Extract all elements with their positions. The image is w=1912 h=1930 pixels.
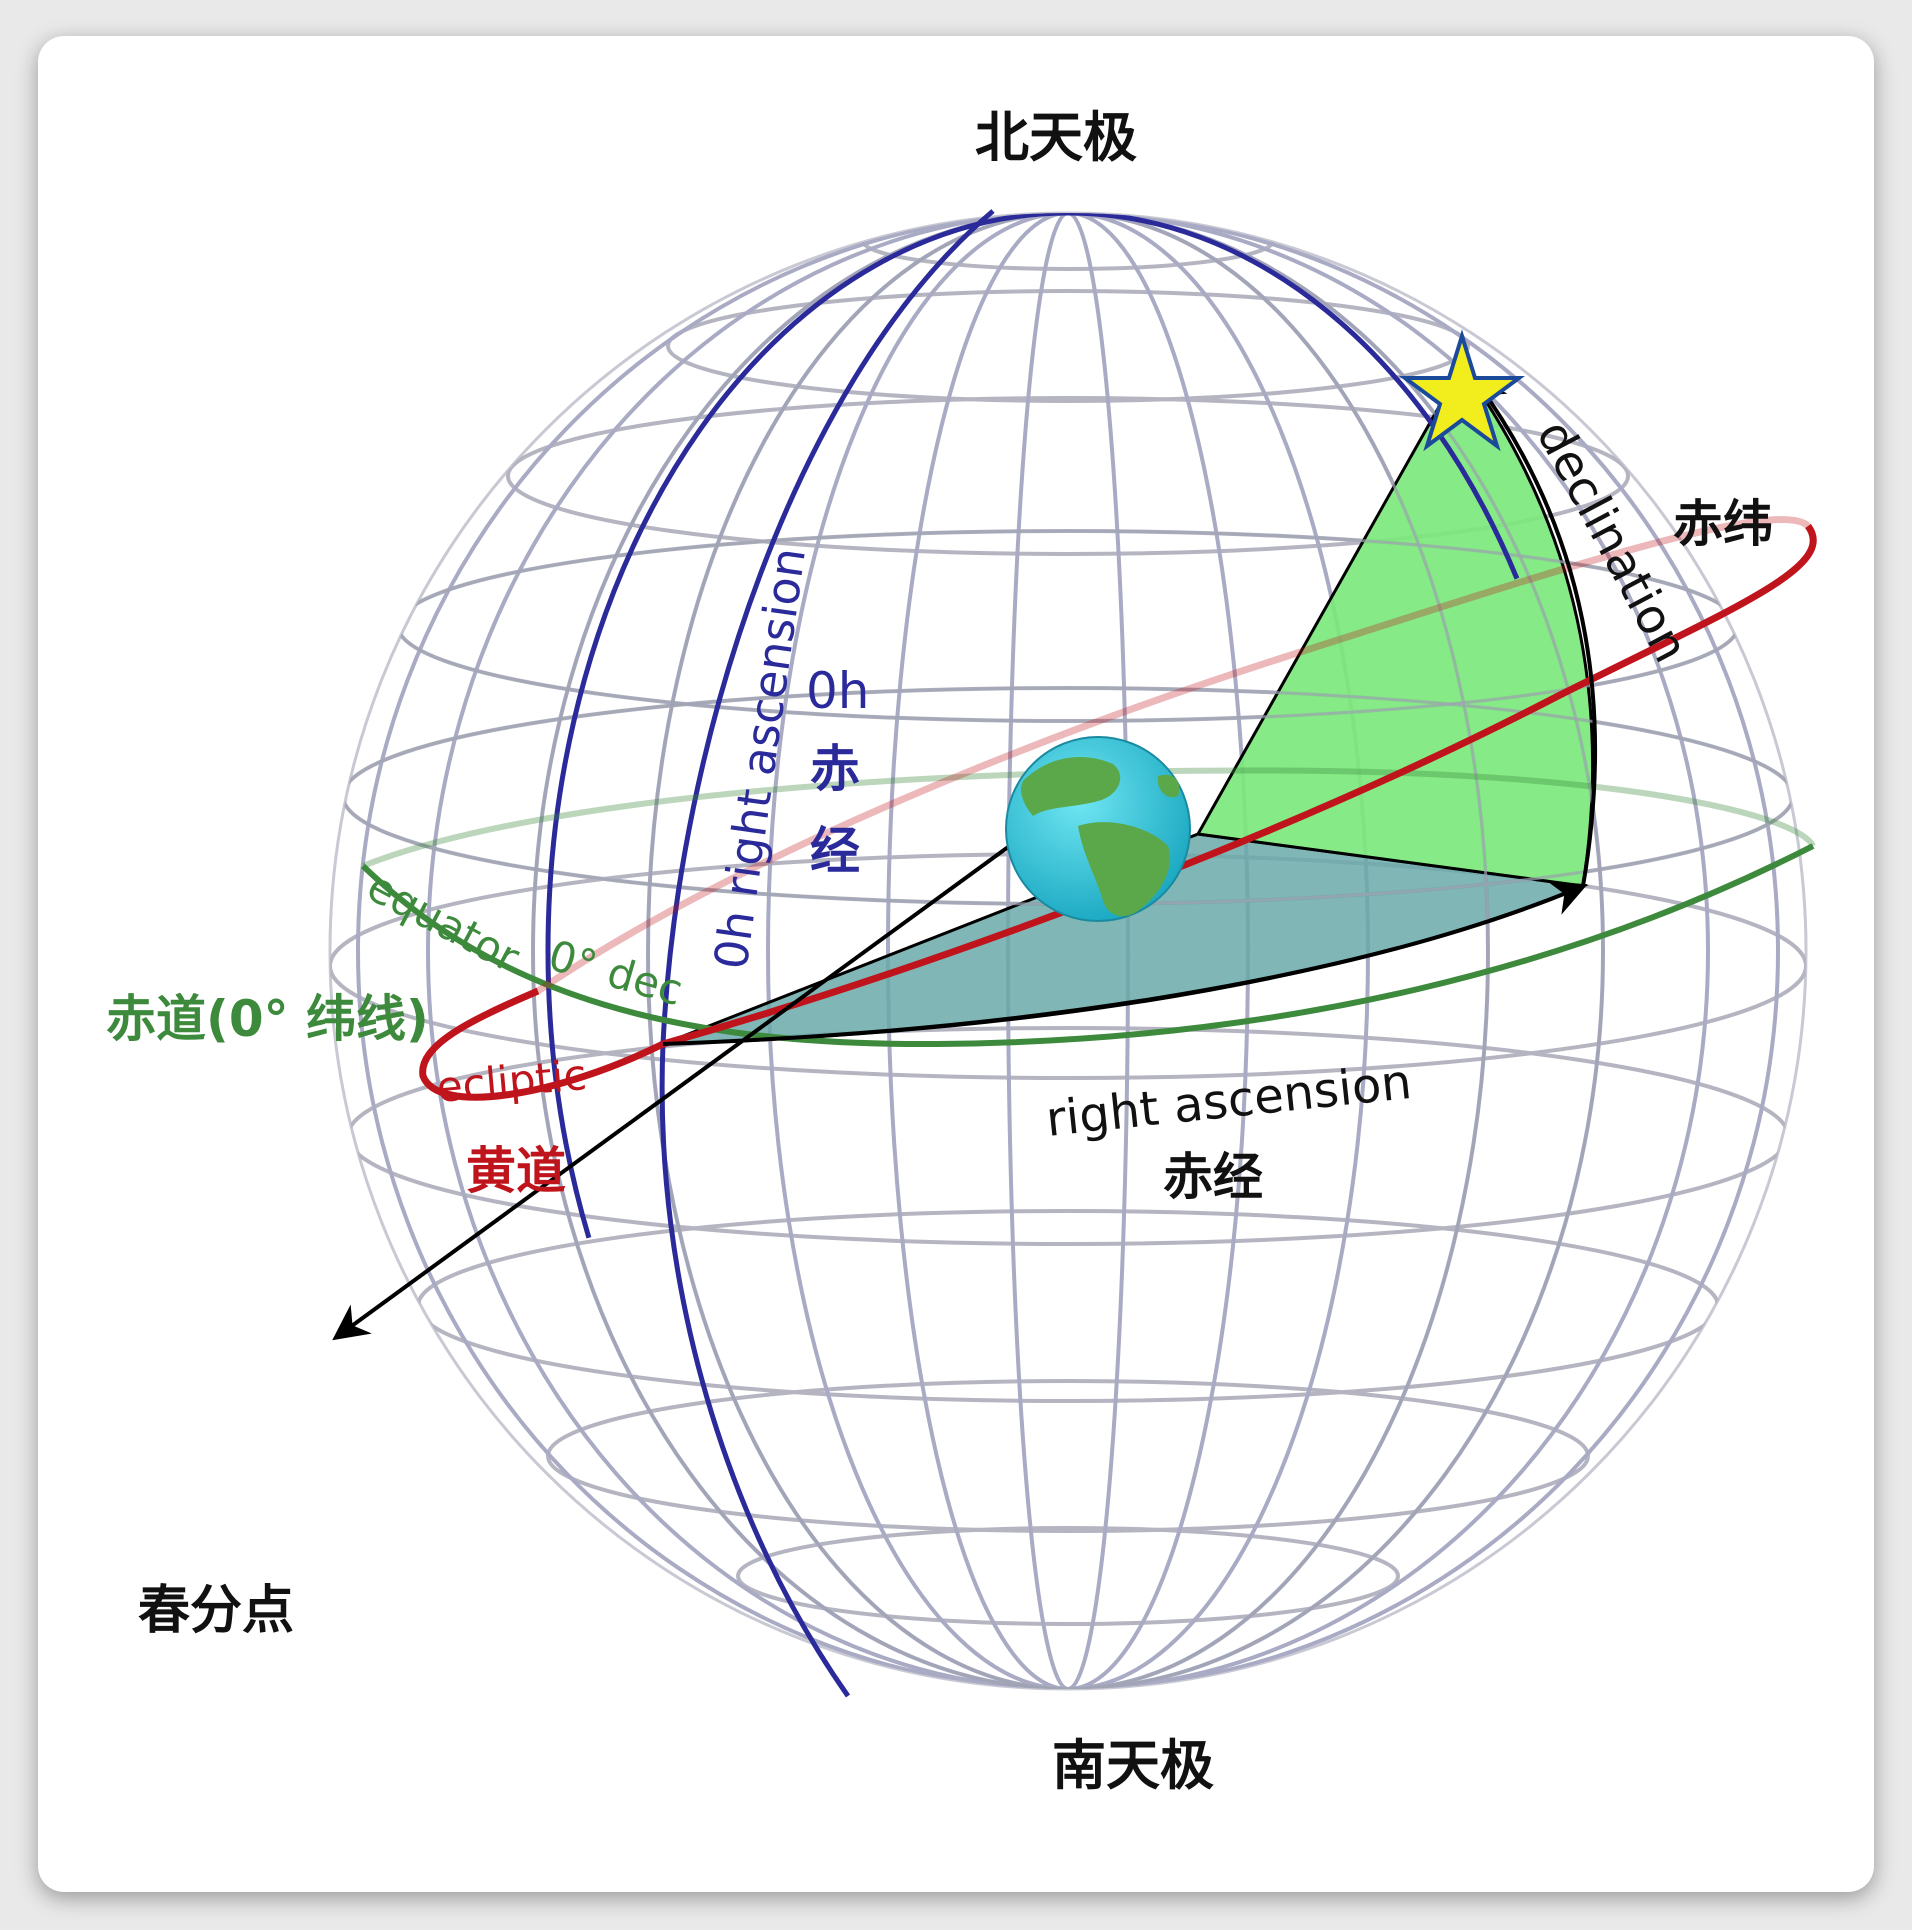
- ecliptic-back: [536, 516, 1811, 994]
- zero-h-label: 0h: [806, 662, 870, 720]
- ecliptic-front: [662, 523, 1817, 1048]
- celestial-equator-back: [361, 767, 1816, 869]
- vernal-equinox-arrow: [332, 794, 1080, 1341]
- right-ascension-arrow: [662, 881, 1588, 1046]
- zero-h-cn-label-1: 赤: [810, 740, 860, 798]
- declination-cn-label: 赤纬: [1673, 495, 1773, 553]
- earth-icon: [1005, 736, 1191, 922]
- zero-h-meridian-front: [659, 209, 995, 1698]
- ecliptic-label: ecliptic: [435, 1050, 589, 1112]
- ecliptic-front-left: [419, 987, 665, 1101]
- zero-h-right-ascension-label: 0h right ascension: [703, 544, 816, 972]
- vernal-equinox-label: 春分点: [138, 1581, 294, 1641]
- zero-h-meridian: [545, 213, 1591, 1689]
- declination-arrow: [1471, 375, 1598, 887]
- south-pole-label: 南天极: [1052, 1734, 1214, 1797]
- diagram-frame: 北天极 南天极 春分点 declination 赤纬 0h right asce…: [38, 36, 1874, 1892]
- right-ascension-cn-label: 赤经: [1163, 1148, 1263, 1206]
- equator-cn-label: 赤道(0° 纬线): [106, 990, 429, 1048]
- star-icon: [1398, 329, 1526, 452]
- celestial-sphere-diagram: 北天极 南天极 春分点 declination 赤纬 0h right asce…: [106, 106, 1817, 1797]
- north-pole-label: 北天极: [975, 106, 1137, 169]
- zero-h-cn-label-2: 经: [810, 822, 860, 880]
- ecliptic-cn-label: 黄道: [466, 1142, 566, 1200]
- celestial-equator: [360, 843, 1815, 1048]
